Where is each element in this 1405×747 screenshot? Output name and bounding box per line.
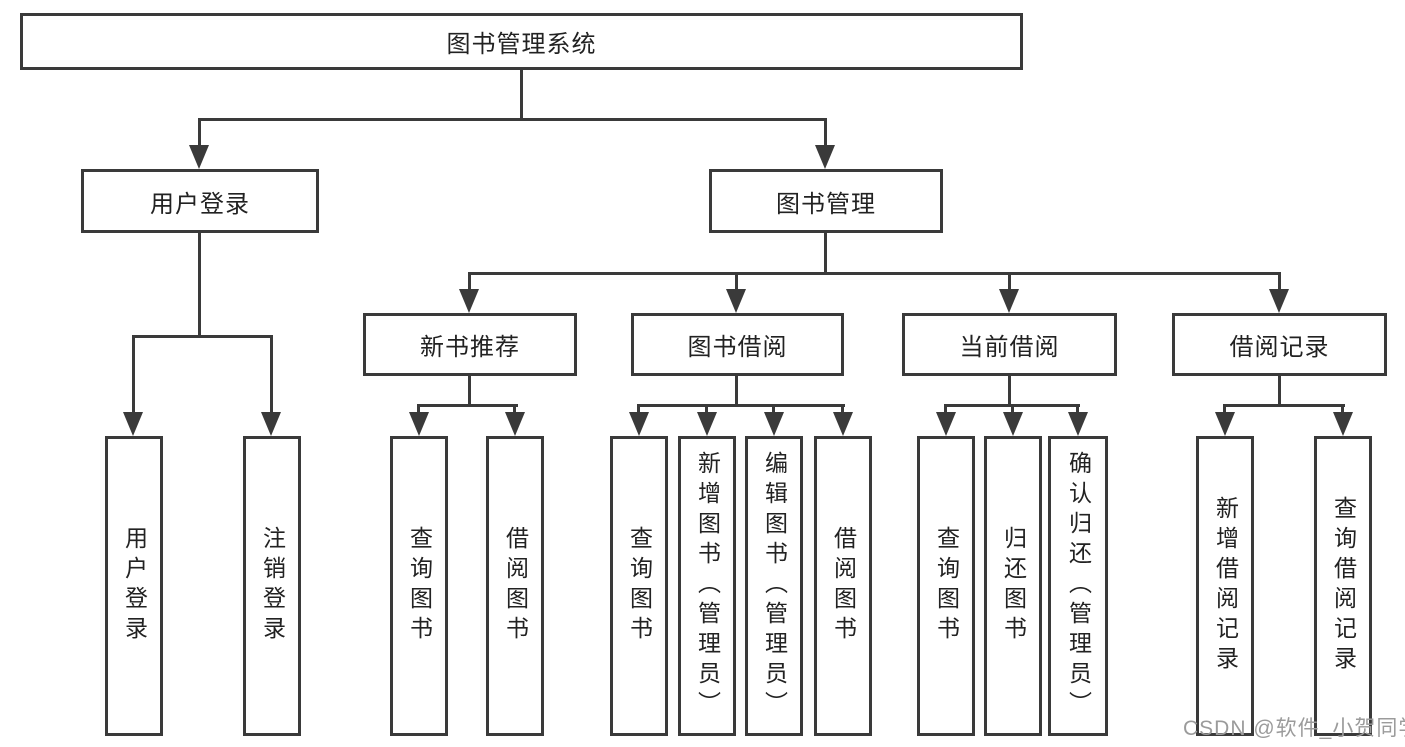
leaf-label: 新增图书（管理员） xyxy=(694,451,721,721)
node-label: 新书推荐 xyxy=(420,334,520,361)
connector-line xyxy=(1011,404,1014,416)
leaf-br-add-record: 新增借阅记录 xyxy=(1196,436,1254,736)
arrow-down-icon xyxy=(1333,412,1353,436)
node-root-library-system: 图书管理系统 xyxy=(20,13,1023,70)
arrow-down-icon xyxy=(697,412,717,436)
arrow-down-icon xyxy=(505,412,525,436)
arrow-down-icon xyxy=(1003,412,1023,436)
node-label: 当前借阅 xyxy=(959,334,1060,361)
node-label: 图书管理 xyxy=(776,190,876,218)
connector-line xyxy=(132,335,135,415)
connector-line xyxy=(468,272,1281,275)
leaf-label: 借阅图书 xyxy=(830,526,857,646)
node-label: 用户登录 xyxy=(150,190,250,218)
leaf-nb-borrow-books: 借阅图书 xyxy=(486,436,544,736)
leaf-label: 归还图书 xyxy=(1000,526,1027,646)
connector-line xyxy=(468,376,471,407)
leaf-bb-borrow-books: 借阅图书 xyxy=(814,436,872,736)
connector-line xyxy=(735,376,738,407)
leaf-label: 编辑图书（管理员） xyxy=(761,451,788,721)
connector-line xyxy=(735,272,738,292)
arrow-down-icon xyxy=(726,289,746,313)
node-label: 借阅记录 xyxy=(1229,334,1330,361)
leaf-label: 注销登录 xyxy=(259,526,286,646)
connector-line xyxy=(1341,404,1344,416)
node-book-borrowing: 图书借阅 xyxy=(631,313,844,376)
node-current-borrowing: 当前借阅 xyxy=(902,313,1117,376)
leaf-br-query-record: 查询借阅记录 xyxy=(1314,436,1372,736)
arrow-down-icon xyxy=(459,289,479,313)
connector-line xyxy=(417,404,420,416)
arrow-down-icon xyxy=(833,412,853,436)
connector-line xyxy=(772,404,775,416)
leaf-bb-query-books: 查询图书 xyxy=(610,436,668,736)
connector-line xyxy=(1076,404,1079,416)
connector-line xyxy=(637,404,640,416)
connector-line xyxy=(705,404,708,416)
connector-line xyxy=(198,118,201,148)
connector-line xyxy=(513,404,516,416)
arrow-down-icon xyxy=(189,145,209,169)
arrow-down-icon xyxy=(261,412,281,436)
connector-line xyxy=(841,404,844,416)
node-label: 图书借阅 xyxy=(687,334,788,361)
leaf-label: 新增借阅记录 xyxy=(1212,496,1239,676)
connector-line xyxy=(468,272,471,292)
arrow-down-icon xyxy=(1215,412,1235,436)
leaf-cb-confirm-return-admin: 确认归还（管理员） xyxy=(1048,436,1108,736)
leaf-label: 确认归还（管理员） xyxy=(1065,451,1092,721)
connector-line xyxy=(198,118,827,121)
connector-line xyxy=(944,404,947,416)
connector-line xyxy=(824,233,827,275)
node-borrowing-records: 借阅记录 xyxy=(1172,313,1387,376)
arrow-down-icon xyxy=(999,289,1019,313)
leaf-bb-edit-books-admin: 编辑图书（管理员） xyxy=(745,436,803,736)
connector-line xyxy=(637,404,845,407)
arrow-down-icon xyxy=(936,412,956,436)
arrow-down-icon xyxy=(123,412,143,436)
leaf-label: 查询图书 xyxy=(933,526,960,646)
leaf-cb-query-books: 查询图书 xyxy=(917,436,975,736)
connector-line xyxy=(1278,272,1281,292)
leaf-label: 查询图书 xyxy=(626,526,653,646)
leaf-cb-return-books: 归还图书 xyxy=(984,436,1042,736)
csdn-watermark: CSDN @软件_小贺同学 xyxy=(1183,717,1405,740)
leaf-user-login: 用户登录 xyxy=(105,436,163,736)
arrow-down-icon xyxy=(764,412,784,436)
connector-line xyxy=(1278,376,1281,407)
connector-line xyxy=(198,233,201,335)
connector-line xyxy=(1008,376,1011,407)
connector-line xyxy=(520,70,523,118)
leaf-label: 查询图书 xyxy=(406,526,433,646)
arrow-down-icon xyxy=(409,412,429,436)
arrow-down-icon xyxy=(1068,412,1088,436)
leaf-nb-query-books: 查询图书 xyxy=(390,436,448,736)
connector-line xyxy=(1223,404,1226,416)
node-user-login: 用户登录 xyxy=(81,169,319,233)
leaf-logout: 注销登录 xyxy=(243,436,301,736)
node-new-book-recommend: 新书推荐 xyxy=(363,313,577,376)
leaf-label: 查询借阅记录 xyxy=(1330,496,1357,676)
node-label: 图书管理系统 xyxy=(446,31,597,58)
connector-line xyxy=(1223,404,1345,407)
connector-line xyxy=(824,118,827,148)
arrow-down-icon xyxy=(629,412,649,436)
connector-line xyxy=(132,335,273,338)
arrow-down-icon xyxy=(1269,289,1289,313)
connector-line xyxy=(1008,272,1011,292)
leaf-label: 借阅图书 xyxy=(502,526,529,646)
leaf-bb-add-books-admin: 新增图书（管理员） xyxy=(678,436,736,736)
node-book-management: 图书管理 xyxy=(709,169,943,233)
connector-line xyxy=(417,404,518,407)
leaf-label: 用户登录 xyxy=(121,526,148,646)
arrow-down-icon xyxy=(815,145,835,169)
connector-line xyxy=(270,335,273,415)
